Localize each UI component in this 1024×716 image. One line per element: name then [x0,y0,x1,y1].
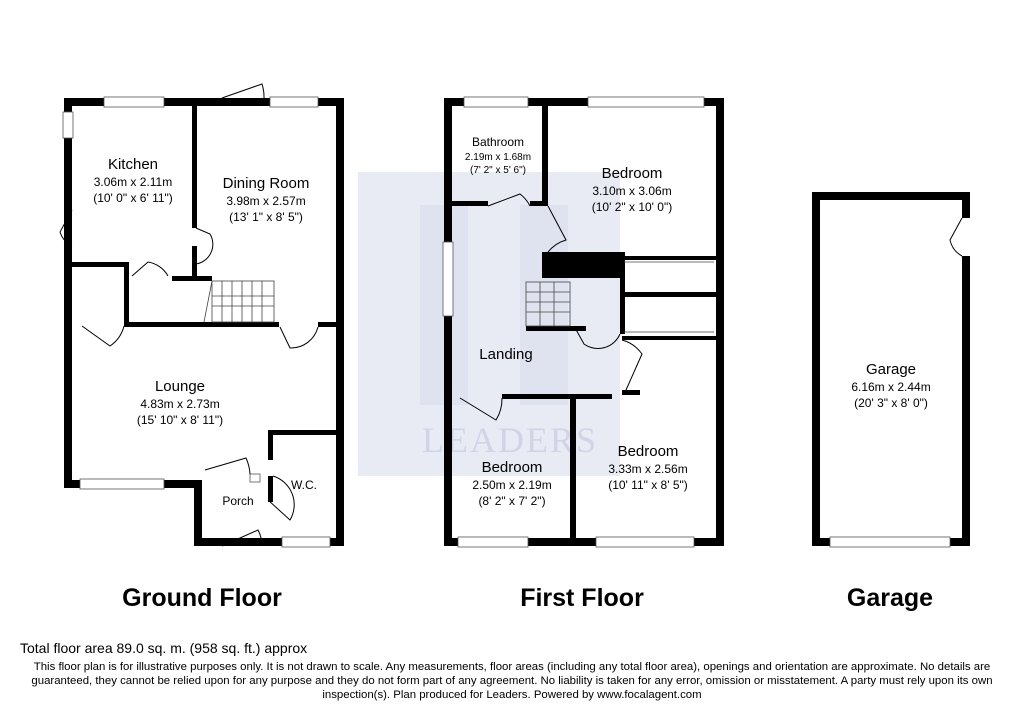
room-bedroom1-name: Bedroom [602,165,663,182]
room-bedroom1-metric: 3.10m x 3.06m [592,184,671,198]
room-landing-name: Landing [479,346,532,363]
first-stairs [525,281,571,327]
first-floor-title: First Floor [520,584,644,612]
room-bathroom-imperial: (7' 2" x 5' 6") [470,165,526,176]
room-bathroom-name: Bathroom [472,135,524,149]
room-lounge-imperial: (15' 10" x 8' 11") [137,413,223,427]
room-dining-imperial: (13' 1" x 8' 5") [229,210,303,224]
room-bedroom3-metric: 2.50m x 2.19m [472,478,551,492]
room-porch-name: Porch [222,494,253,508]
garage-title: Garage [847,584,933,612]
room-bedroom2-imperial: (10' 11" x 8' 5") [608,478,688,492]
room-kitchen-metric: 3.06m x 2.11m [94,175,172,189]
leaders-watermark: LEADERS [358,172,620,476]
floor-plan: LEADERS [59,83,970,612]
first-floor-plan [442,96,724,548]
garage-plan [812,192,970,548]
room-bedroom1-imperial: (10' 2" x 10' 0") [592,200,672,214]
room-bedroom3-imperial: (8' 2" x 7' 2") [478,494,545,508]
ground-floor-plan [59,83,344,548]
room-bedroom3-name: Bedroom [482,459,543,476]
room-dining-metric: 3.98m x 2.57m [226,194,305,208]
ground-stairs [203,280,275,323]
room-garage-metric: 6.16m x 2.44m [851,380,930,394]
ground-floor-title: Ground Floor [122,584,282,612]
room-bathroom-metric: 2.19m x 1.68m [465,152,531,163]
room-dining-name: Dining Room [223,175,310,192]
room-garage-name: Garage [866,361,916,378]
room-bedroom2-metric: 3.33m x 2.56m [608,462,687,476]
room-kitchen-imperial: (10' 0" x 6' 11") [93,191,173,205]
room-wc-name: W.C. [291,478,317,492]
disclaimer-text: This floor plan is for illustrative purp… [31,661,993,701]
total-floor-area: Total floor area 89.0 sq. m. (958 sq. ft… [20,640,308,656]
room-lounge-name: Lounge [155,378,205,395]
room-lounge-metric: 4.83m x 2.73m [140,397,219,411]
room-bedroom2-name: Bedroom [618,443,679,460]
room-kitchen-name: Kitchen [108,156,158,173]
room-garage-imperial: (20' 3" x 8' 0") [854,396,928,410]
